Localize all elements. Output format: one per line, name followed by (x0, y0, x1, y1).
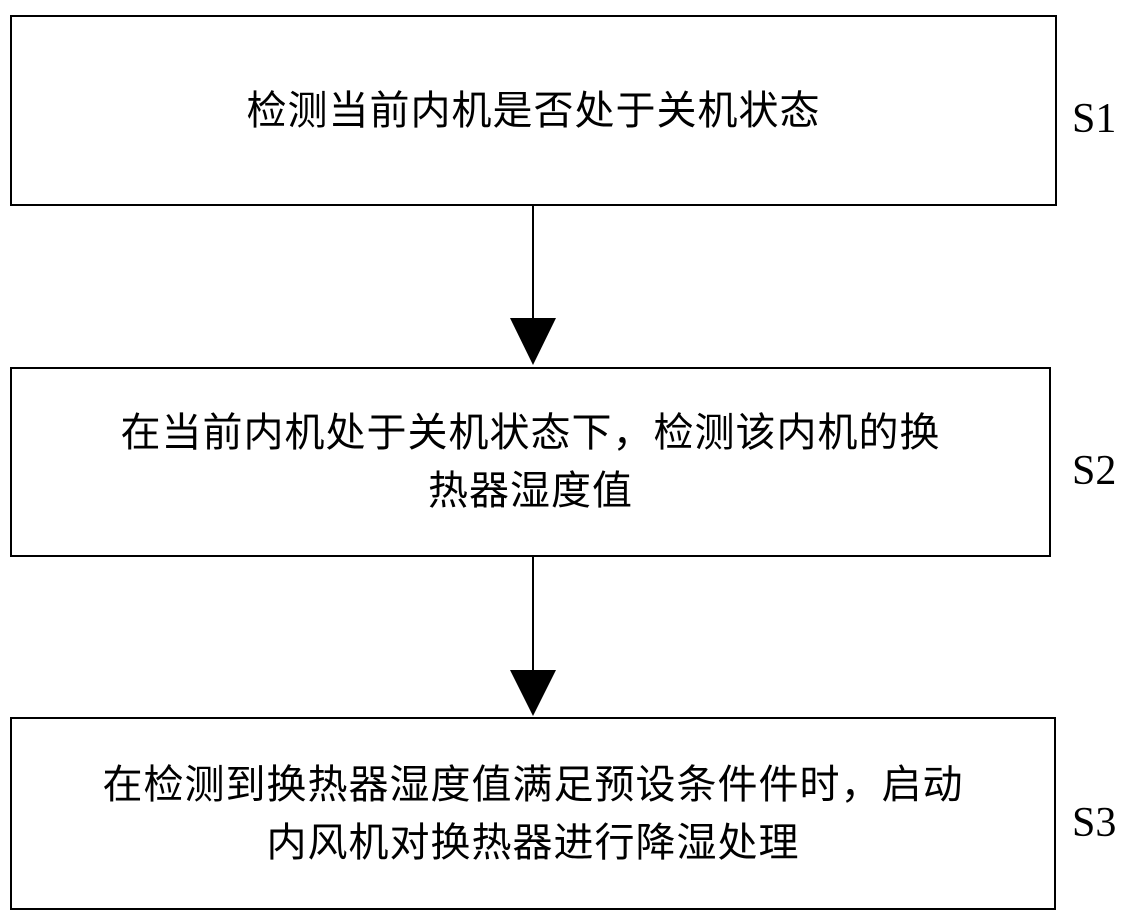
step-box-s1: 检测当前内机是否处于关机状态 (10, 15, 1057, 206)
step-text-s1: 检测当前内机是否处于关机状态 (246, 87, 821, 134)
arrow-s2-to-s3 (510, 557, 556, 716)
step-label-s1: S1 (1072, 96, 1117, 142)
step-text-s2: 在当前内机处于关机状态下，检测该内机的换 热器湿度值 (120, 410, 941, 514)
step-label-s2: S2 (1072, 448, 1117, 494)
arrow-s1-to-s2 (510, 206, 556, 365)
step-text-s3: 在检测到换热器湿度值满足预设条件件时，启动 内风机对换热器进行降湿处理 (102, 761, 964, 866)
step-box-s3: 在检测到换热器湿度值满足预设条件件时，启动 内风机对换热器进行降湿处理 (10, 717, 1056, 910)
arrow-head-s1-s2 (510, 318, 556, 365)
step-box-s2: 在当前内机处于关机状态下，检测该内机的换 热器湿度值 (10, 367, 1051, 557)
arrow-head-s2-s3 (510, 670, 556, 716)
step-label-s3: S3 (1072, 800, 1117, 846)
